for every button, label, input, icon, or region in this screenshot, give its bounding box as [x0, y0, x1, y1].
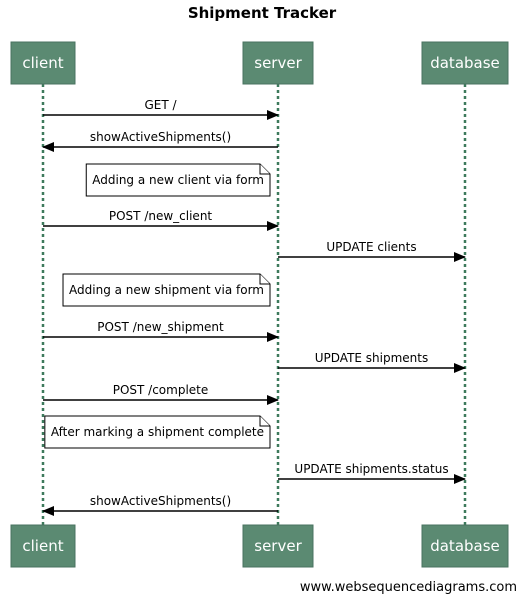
participant-label: database: [430, 54, 500, 72]
participant-box: [242, 524, 314, 568]
participants-bottom: client server database: [10, 524, 509, 568]
participant-label: server: [254, 54, 302, 72]
participant-server-bottom: server: [242, 524, 314, 568]
participant-label: database: [430, 537, 500, 555]
note: Adding a new shipment via form: [62, 273, 271, 307]
note-fold: [259, 416, 270, 427]
diagram-title: Shipment Tracker: [188, 4, 337, 22]
participant-box: [421, 41, 509, 85]
participant-box: [10, 41, 76, 85]
message-label: POST /new_shipment: [97, 320, 224, 334]
message-label: GET /: [144, 98, 177, 112]
participant-label: client: [22, 537, 63, 555]
message-label: showActiveShipments(): [90, 494, 231, 508]
message-label: POST /new_client: [109, 209, 213, 223]
lifelines: [41, 84, 467, 525]
participant-label: server: [254, 537, 302, 555]
note-box: [62, 273, 271, 307]
participant-box: [421, 524, 509, 568]
message: POST /new_client: [43, 209, 279, 231]
note-fold: [259, 274, 270, 285]
participant-client-bottom: client: [10, 524, 76, 568]
footer-watermark: www.websequencediagrams.com: [300, 580, 517, 595]
message: showActiveShipments(): [42, 130, 278, 152]
participant-database-top: database: [421, 41, 509, 85]
message: UPDATE clients: [278, 240, 466, 262]
note: After marking a shipment complete: [44, 415, 271, 449]
steps: GET / showActiveShipments() Adding a new c…: [42, 98, 466, 516]
participant-database-bottom: database: [421, 524, 509, 568]
message-label: UPDATE clients: [326, 240, 416, 254]
participant-server-top: server: [242, 41, 314, 85]
participant-box: [242, 41, 314, 85]
note-text: Adding a new shipment via form: [69, 283, 264, 297]
note-fold: [259, 164, 270, 175]
message: showActiveShipments(): [42, 494, 278, 516]
note: Adding a new client via form: [85, 163, 271, 197]
message: POST /new_shipment: [43, 320, 279, 342]
participant-box: [10, 524, 76, 568]
note-box: [44, 415, 271, 449]
message-label: POST /complete: [113, 383, 209, 397]
participant-client-top: client: [10, 41, 76, 85]
note-text: Adding a new client via form: [92, 173, 264, 187]
message: UPDATE shipments.status: [278, 462, 466, 484]
message: UPDATE shipments: [278, 351, 466, 373]
message-label: UPDATE shipments: [315, 351, 429, 365]
note-text: After marking a shipment complete: [51, 425, 264, 439]
message-label: showActiveShipments(): [90, 130, 231, 144]
note-box: [85, 163, 271, 197]
message: POST /complete: [43, 383, 279, 405]
message: GET /: [43, 98, 279, 120]
message-label: UPDATE shipments.status: [294, 462, 448, 476]
participants-top: client server database: [10, 41, 509, 85]
participant-label: client: [22, 54, 63, 72]
